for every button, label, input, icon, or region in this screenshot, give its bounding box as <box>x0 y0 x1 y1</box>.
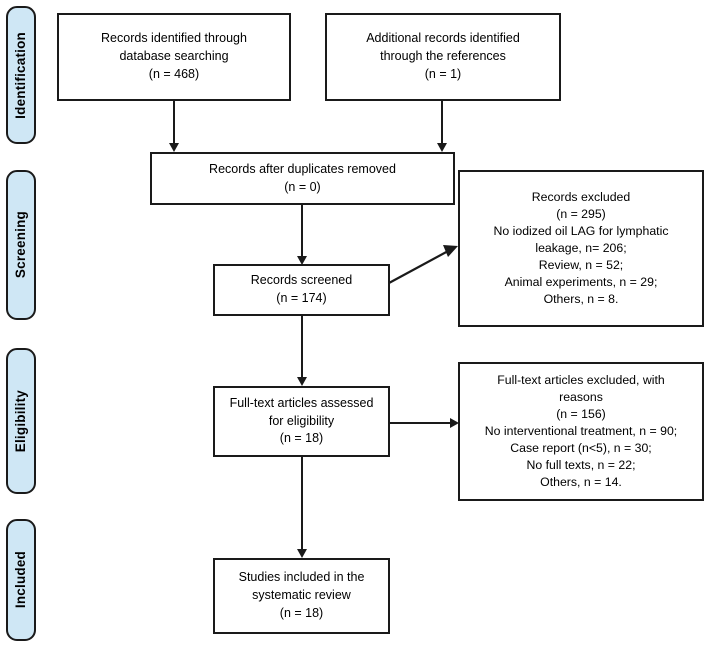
arrowhead-additional-to-duplicates <box>437 143 447 152</box>
connector-identified-to-duplicates <box>173 101 175 144</box>
arrowhead-duplicates-to-screened <box>297 256 307 265</box>
box-studies-included: Studies included in the systematic revie… <box>213 558 390 634</box>
box-records-identified-database: Records identified through database sear… <box>57 13 291 101</box>
box-text-records-identified: Records identified through database sear… <box>101 31 247 81</box>
box-records-screened: Records screened (n = 174) <box>213 264 390 316</box>
connector-additional-to-duplicates <box>441 101 443 144</box>
connector-screened-to-excluded <box>388 245 458 284</box>
connector-duplicates-to-screened <box>301 205 303 257</box>
connector-fulltext-to-excluded <box>390 422 452 424</box>
stage-pill-screening: Screening <box>6 170 36 320</box>
arrowhead-fulltext-to-excluded <box>450 418 459 428</box>
box-text-studies-included: Studies included in the systematic revie… <box>238 570 365 620</box>
stage-label-eligibility: Eligibility <box>13 389 29 453</box>
connector-fulltext-to-included <box>301 457 303 550</box>
stage-label-included: Included <box>13 551 29 609</box>
stage-label-identification: Identification <box>13 31 29 119</box>
box-text-duplicates-removed: Records after duplicates removed (n = 0) <box>209 161 396 194</box>
arrowhead-screened-to-fulltext <box>297 377 307 386</box>
arrowhead-identified-to-duplicates <box>169 143 179 152</box>
box-text-fulltext-assessed: Full-text articles assessed for eligibil… <box>229 395 374 446</box>
arrowhead-fulltext-to-included <box>297 549 307 558</box>
stage-pill-included: Included <box>6 519 36 641</box>
box-records-after-duplicates-removed: Records after duplicates removed (n = 0) <box>150 152 455 205</box>
box-text-additional-records: Additional records identified through th… <box>366 31 520 81</box>
box-text-records-excluded: Records excluded (n = 295) No iodized oi… <box>493 190 669 306</box>
connector-screened-to-fulltext <box>301 316 303 378</box>
stage-label-screening: Screening <box>13 211 29 279</box>
box-full-text-articles-excluded: Full-text articles excluded, with reason… <box>458 362 704 501</box>
box-additional-records-references: Additional records identified through th… <box>325 13 561 101</box>
stage-pill-identification: Identification <box>6 6 36 144</box>
box-full-text-articles-assessed: Full-text articles assessed for eligibil… <box>213 386 390 457</box>
stage-pill-eligibility: Eligibility <box>6 348 36 494</box>
box-text-fulltext-excluded: Full-text articles excluded, with reason… <box>484 373 678 489</box>
box-records-excluded: Records excluded (n = 295) No iodized oi… <box>458 170 704 327</box>
box-text-records-screened: Records screened (n = 174) <box>250 273 353 305</box>
